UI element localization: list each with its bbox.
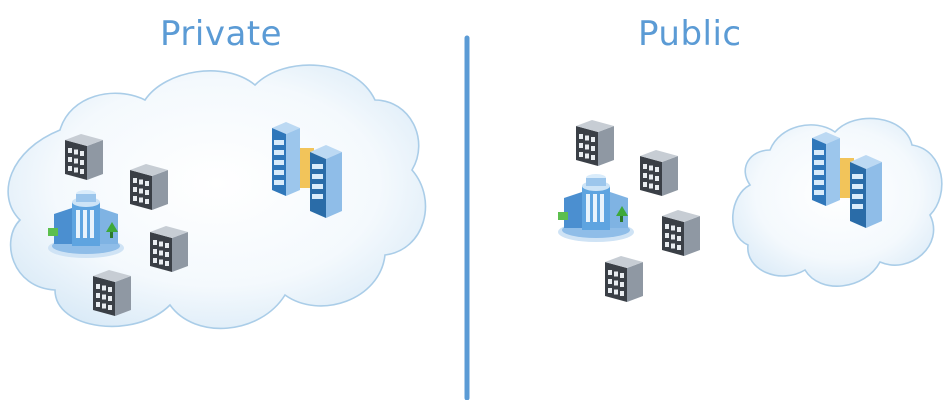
office-building-icon — [605, 256, 643, 302]
private-cloud — [7, 64, 427, 330]
office-building-icon — [65, 134, 103, 180]
corporate-headquarters-icon — [558, 174, 634, 242]
office-building-icon — [576, 120, 614, 166]
office-building-icon — [130, 164, 168, 210]
office-building-icon — [662, 210, 700, 256]
public-title: Public — [638, 14, 742, 54]
office-building-icon — [150, 226, 188, 272]
private-title: Private — [160, 14, 283, 54]
public-cloud — [732, 117, 943, 287]
office-building-icon — [93, 270, 131, 316]
office-building-icon — [640, 150, 678, 196]
